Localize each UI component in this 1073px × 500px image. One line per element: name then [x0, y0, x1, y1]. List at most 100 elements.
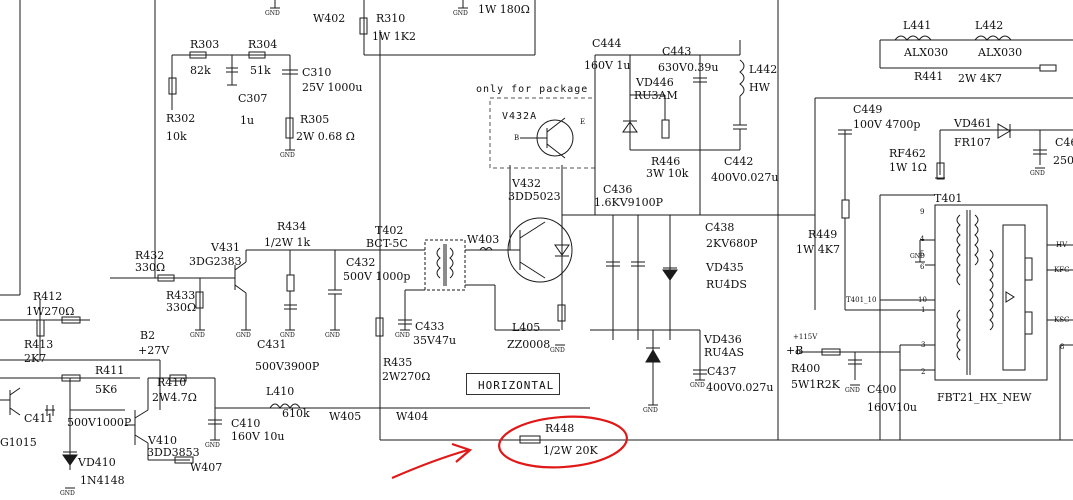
w405-label: W405	[329, 410, 362, 423]
c436-value: 1.6KV9100P	[594, 196, 664, 209]
c442-name: C442	[724, 155, 754, 168]
v432-name: V432	[512, 177, 541, 190]
t401-10-label: T401_10	[846, 296, 877, 304]
c310-value: 25V 1000u	[302, 81, 363, 94]
r400-value: 5W1R2K	[791, 378, 840, 391]
l410-value: 610k	[282, 407, 310, 420]
pin-9: 9	[920, 208, 925, 216]
r432-name: R432	[135, 249, 165, 262]
c433-name: C433	[415, 320, 445, 333]
vd436-name: VD436	[704, 333, 742, 346]
c436-name: C436	[603, 183, 633, 196]
t402-name: T402	[375, 224, 404, 237]
r310-name: R310	[376, 12, 406, 25]
gnd-label: GND	[325, 332, 340, 339]
r305-value: 2W 0.68 Ω	[296, 130, 355, 143]
c46-name: C46	[1055, 136, 1073, 149]
w403-label: W403	[467, 233, 500, 246]
pin-10: 10	[918, 296, 927, 304]
c46-value: 250	[1053, 154, 1073, 167]
horizontal-label: HORIZONTAL	[478, 379, 555, 392]
c437-value: 400V0.027u	[706, 381, 774, 394]
pin-e-label: E	[580, 118, 586, 126]
gnd-label: GND	[690, 382, 705, 389]
r303-value: 82k	[190, 64, 211, 77]
r434-name: R434	[277, 220, 307, 233]
c431-name: C431	[257, 338, 287, 351]
gnd-label: GND	[395, 332, 410, 339]
r305-name: R305	[300, 113, 330, 126]
c410-value: 160V 10u	[231, 430, 285, 443]
l441-value: ALX030	[904, 46, 949, 59]
package-note: only for package	[476, 84, 589, 95]
supply-label: +B	[786, 344, 804, 357]
b2-value: +27V	[138, 344, 170, 357]
r310-value: 1W 1K2	[372, 30, 417, 43]
pin-kfc-label: KFC	[1054, 266, 1070, 274]
c307-name: C307	[238, 92, 268, 105]
pin-8: 8	[1060, 343, 1065, 351]
r449-name: R449	[808, 228, 838, 241]
r412-value: 1W270Ω	[26, 305, 75, 318]
c410-name: C410	[231, 417, 261, 430]
r411-value: 5K6	[95, 383, 118, 396]
pin-3: 3	[921, 341, 926, 349]
pin-hv-label: HV	[1056, 241, 1068, 249]
v410-name: V410	[148, 434, 177, 447]
c433-value: 35V47u	[413, 334, 457, 347]
r448-name: R448	[545, 422, 575, 435]
vd446-name: VD446	[636, 76, 674, 89]
r446-value: 3W 10k	[646, 167, 689, 180]
t402-value: BCT-5C	[366, 237, 408, 250]
gnd-label: GND	[845, 387, 860, 394]
r304-value: 51k	[250, 64, 271, 77]
vd435-name: VD435	[706, 261, 744, 274]
v432-value: 3DD5023	[508, 190, 561, 203]
c438-name: C438	[705, 221, 735, 234]
gnd-label: GND	[280, 152, 295, 159]
c431-rating: 500V3900P	[255, 360, 320, 373]
vd446-value: RU3AM	[634, 89, 678, 102]
gnd-label: GND	[236, 332, 251, 339]
supply-note: +115V	[793, 333, 818, 341]
pin-5: 5	[920, 250, 925, 258]
pin-ksc-label: KSC	[1054, 316, 1070, 324]
w407-label: W407	[190, 461, 223, 474]
l442-value: HW	[749, 81, 770, 94]
l410-name: L410	[266, 385, 295, 398]
gnd-label: GND	[190, 332, 205, 339]
l405-name: L405	[512, 321, 541, 334]
r413-name: R413	[24, 338, 54, 351]
highlight-arrow-shaft	[391, 448, 469, 480]
pin-2: 2	[921, 368, 926, 376]
c449-name: C449	[853, 103, 883, 116]
c444-value: 160V 1u	[584, 59, 631, 72]
t401-name: T401	[934, 192, 963, 205]
gnd-label: GND	[205, 442, 220, 449]
r410-name: R410	[157, 376, 187, 389]
r410-value: 2W4.7Ω	[152, 391, 197, 404]
red-highlight	[391, 415, 628, 480]
c437-name: C437	[707, 365, 737, 378]
c449-value: 100V 4700p	[853, 118, 921, 131]
vd461-value: FR107	[954, 136, 991, 149]
r400-name: R400	[791, 362, 821, 375]
fbt-model-label: FBT21_HX_NEW	[937, 391, 1032, 404]
c443-value: 630V0.39u	[658, 61, 719, 74]
vd461-name: VD461	[954, 117, 992, 130]
c432-name: C432	[346, 256, 376, 269]
gnd-label: GND	[60, 490, 75, 497]
pin-6: 6	[920, 263, 925, 271]
gnd-label: GND	[910, 253, 925, 260]
v410-value: 3DD3853	[147, 446, 200, 459]
top-right-resistor-value: 1W 180Ω	[478, 3, 530, 16]
r412-name: R412	[33, 290, 63, 303]
gnd-label: GND	[550, 347, 565, 354]
r433-name: R433	[166, 289, 196, 302]
pin-b-label: B	[514, 134, 520, 142]
c310-name: C310	[302, 66, 332, 79]
c400-value: 160V10u	[867, 401, 918, 414]
vd410-name: VD410	[78, 456, 116, 469]
r435-name: R435	[383, 356, 413, 369]
w404-label: W404	[396, 410, 429, 423]
